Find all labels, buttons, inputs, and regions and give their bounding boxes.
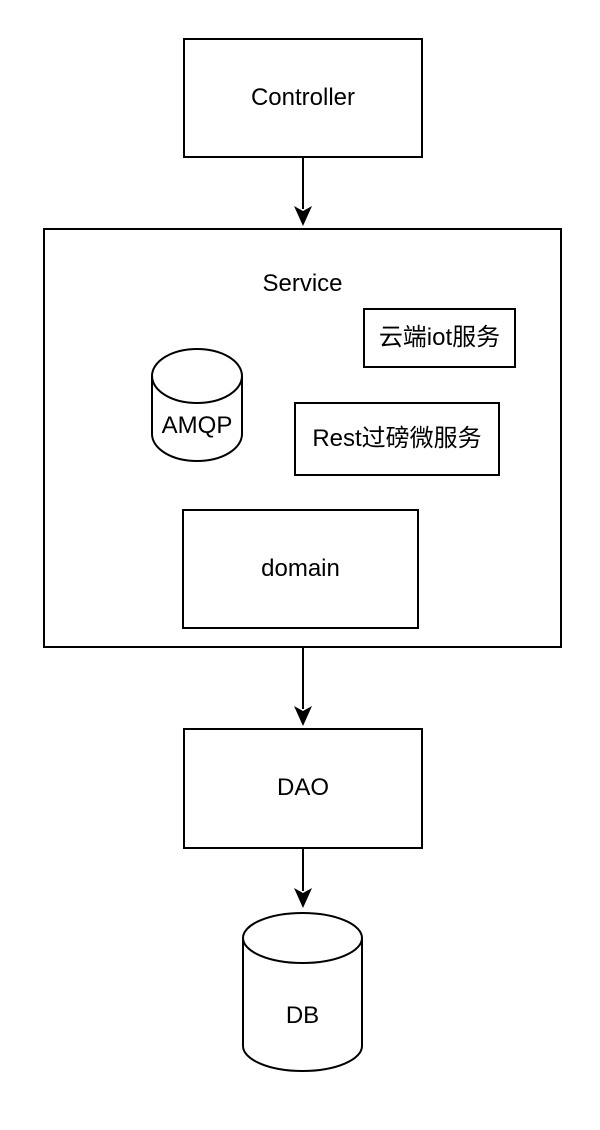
node-rest-weighing-service-label: Rest过磅微服务 (312, 424, 482, 452)
node-service-label: Service (262, 270, 343, 297)
db-cylinder-shape (242, 912, 363, 1072)
arrow-service-to-dao (294, 648, 312, 726)
node-db: DB (242, 912, 363, 1072)
node-controller: Controller (183, 38, 423, 158)
node-db-label: DB (285, 1002, 320, 1029)
node-domain: domain (182, 509, 419, 629)
node-cloud-iot-service-label: 云端iot服务 (378, 323, 501, 351)
node-rest-weighing-service: Rest过磅微服务 (294, 402, 500, 476)
node-dao: DAO (183, 728, 423, 849)
amqp-cylinder-shape (151, 348, 243, 462)
node-controller-label: Controller (250, 83, 356, 111)
node-amqp-label: AMQP (161, 412, 233, 439)
arrow-dao-to-db (294, 849, 312, 908)
node-dao-label: DAO (276, 774, 329, 802)
node-amqp: AMQP (151, 348, 243, 462)
node-domain-label: domain (261, 554, 340, 582)
node-cloud-iot-service: 云端iot服务 (363, 308, 516, 368)
arrow-controller-to-service (294, 158, 312, 226)
